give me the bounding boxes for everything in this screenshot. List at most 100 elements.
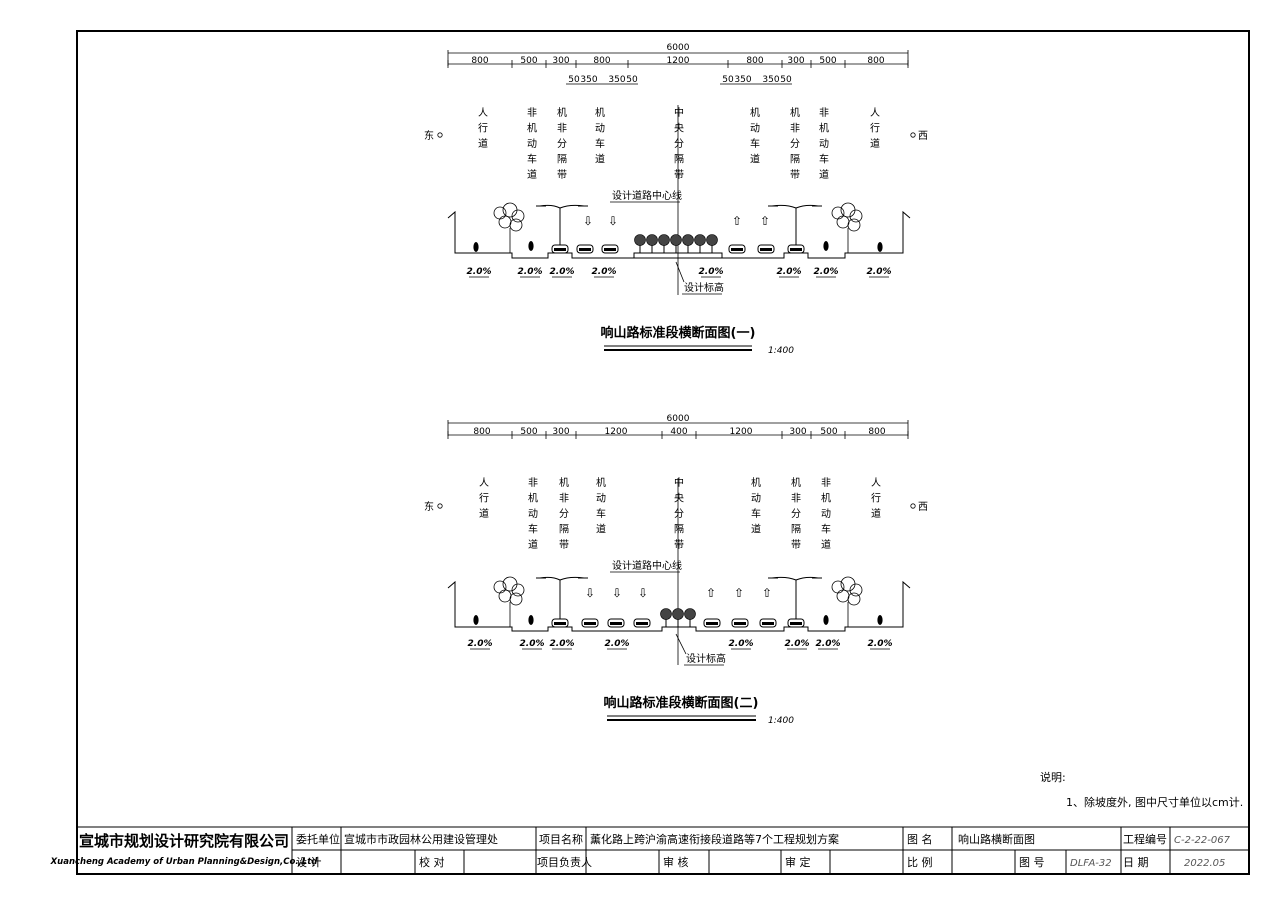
dim-5: 400 xyxy=(670,427,687,437)
direction-west-marker xyxy=(910,503,916,509)
lane-label-bike-lane-left-char-2: 机 xyxy=(527,122,537,135)
car-icon-6 xyxy=(731,618,749,628)
slope-label-1: 2.0% xyxy=(468,639,493,649)
pedestrian-icons xyxy=(473,241,883,252)
shrub-icon-2 xyxy=(672,608,684,627)
sub-dim-l4: 50 xyxy=(626,75,638,85)
dim-7: 300 xyxy=(787,56,804,66)
lane-label-motor-lane-left-char-4: 道 xyxy=(595,153,605,166)
lane-label-separator-left-char-5: 带 xyxy=(559,539,569,551)
svg-text:⇧: ⇧ xyxy=(734,586,744,600)
shrub-icon-5 xyxy=(682,234,694,253)
lane-label-motor-lane-left-char-2: 动 xyxy=(595,123,605,135)
car-icon-1 xyxy=(551,244,569,254)
car-icon-6 xyxy=(787,244,805,254)
lane-label-sidewalk-left-char-2: 行 xyxy=(479,492,489,505)
direction-west: 西 xyxy=(918,502,928,513)
shrub-icon-7 xyxy=(706,234,718,253)
vehicle-icons xyxy=(551,244,805,254)
dim-4: 1200 xyxy=(605,427,628,437)
section-scale: 1:400 xyxy=(768,716,794,726)
lane-label-bike-lane-left-char-3: 动 xyxy=(527,138,537,150)
slope-label-2: 2.0% xyxy=(520,639,545,649)
lane-label-median-char-4: 隔 xyxy=(674,524,684,536)
lane-label-motor-lane-right-char-4: 道 xyxy=(750,153,760,166)
street-light-left xyxy=(536,576,588,627)
median-shrubs xyxy=(660,608,696,627)
lane-label-sidewalk-right-char-1: 人 xyxy=(871,477,881,489)
car-icon-3 xyxy=(601,244,619,254)
slope-label-3: 2.0% xyxy=(550,639,575,649)
shrub-icon-6 xyxy=(694,234,706,253)
street-tree-right xyxy=(831,202,863,253)
svg-text:⇩: ⇩ xyxy=(585,586,595,600)
lane-label-separator-right-char-5: 带 xyxy=(791,539,801,551)
project-no-label: 工程编号 xyxy=(1123,832,1167,846)
dim-4: 800 xyxy=(593,56,610,66)
lane-label-separator-left-char-4: 隔 xyxy=(557,154,567,166)
project-name-value: 薰化路上跨沪渝高速衔接段道路等7个工程规划方案 xyxy=(590,832,839,846)
slope-label-8: 2.0% xyxy=(868,639,893,649)
lane-label-median-char-5: 带 xyxy=(674,169,684,181)
lane-label-motor-lane-right-char-2: 动 xyxy=(751,493,761,505)
slope-label-3: 2.0% xyxy=(550,267,575,277)
lane-label-motor-lane-left-char-3: 车 xyxy=(595,137,605,150)
project-lead-label: 项目负责人 xyxy=(537,855,592,869)
dim-3: 300 xyxy=(552,56,569,66)
car-icon-8 xyxy=(787,618,805,628)
lane-label-sidewalk-right-char-3: 道 xyxy=(870,137,880,150)
section-title: 响山路标准段横断面图(二) xyxy=(604,695,759,711)
lane-label-median-char-3: 分 xyxy=(674,508,684,520)
lane-label-separator-left-char-4: 隔 xyxy=(559,524,569,536)
section-scale: 1:400 xyxy=(768,346,794,356)
dim-9: 800 xyxy=(867,56,884,66)
slope-label-8: 2.0% xyxy=(867,267,892,277)
lane-label-separator-right-char-4: 隔 xyxy=(790,154,800,166)
sub-dim-l2: 350 xyxy=(580,75,597,85)
dim-6: 1200 xyxy=(730,427,753,437)
svg-text:⇩: ⇩ xyxy=(638,586,648,600)
lane-label-bike-lane-right-char-4: 车 xyxy=(819,153,829,166)
lane-label-separator-right-char-2: 非 xyxy=(790,123,800,135)
slope-labels: 2.0%2.0%2.0%2.0%2.0%2.0%2.0%2.0% xyxy=(467,267,892,278)
direction-east-marker xyxy=(437,503,443,509)
lane-label-motor-lane-left-char-1: 机 xyxy=(595,106,605,119)
car-icon-1 xyxy=(551,618,569,628)
traffic-arrows: ⇩⇩ ⇧⇧ xyxy=(583,214,770,228)
slope-label-1: 2.0% xyxy=(467,267,492,277)
street-tree-left xyxy=(493,202,525,253)
lane-label-motor-lane-left-char-2: 动 xyxy=(596,493,606,505)
lane-label-separator-left-char-5: 带 xyxy=(557,169,567,181)
lane-label-motor-lane-right-char-3: 车 xyxy=(751,507,761,520)
slope-label-2: 2.0% xyxy=(518,267,543,277)
lane-label-separator-left-char-3: 分 xyxy=(557,138,567,150)
lane-label-bike-lane-right-char-2: 机 xyxy=(821,492,831,505)
car-icon-2 xyxy=(576,244,594,254)
shrub-icon-3 xyxy=(658,234,670,253)
lane-label-bike-lane-right-char-1: 非 xyxy=(821,477,831,489)
lane-label-motor-lane-right-char-1: 机 xyxy=(751,476,761,489)
lane-label-median-char-5: 带 xyxy=(674,539,684,551)
lane-label-sidewalk-left-char-3: 道 xyxy=(478,137,488,150)
svg-text:⇧: ⇧ xyxy=(762,586,772,600)
direction-west: 西 xyxy=(918,131,928,142)
slope-label-6: 2.0% xyxy=(777,267,802,277)
road-profile xyxy=(447,210,911,259)
total-width: 6000 xyxy=(667,414,690,424)
lane-label-bike-lane-right-char-5: 道 xyxy=(821,538,831,551)
approve-label: 审 定 xyxy=(785,855,811,869)
lane-label-bike-lane-left-char-4: 车 xyxy=(528,523,538,536)
lane-label-sidewalk-left-char-1: 人 xyxy=(479,477,489,489)
lane-label-median-char-1: 中 xyxy=(674,106,684,119)
svg-text:⇩: ⇩ xyxy=(608,214,618,228)
slope-label-5: 2.0% xyxy=(699,267,724,277)
lane-label-separator-right-char-1: 机 xyxy=(791,476,801,489)
slope-label-4: 2.0% xyxy=(592,267,617,277)
company-name-en: Xuancheng Academy of Urban Planning&Desi… xyxy=(50,857,319,867)
vehicle-icons xyxy=(551,618,805,628)
lane-label-bike-lane-right-char-3: 动 xyxy=(819,138,829,150)
lane-label-sidewalk-right-char-2: 行 xyxy=(871,492,881,505)
company-name-cn: 宣城市规划设计研究院有限公司 xyxy=(79,832,289,850)
